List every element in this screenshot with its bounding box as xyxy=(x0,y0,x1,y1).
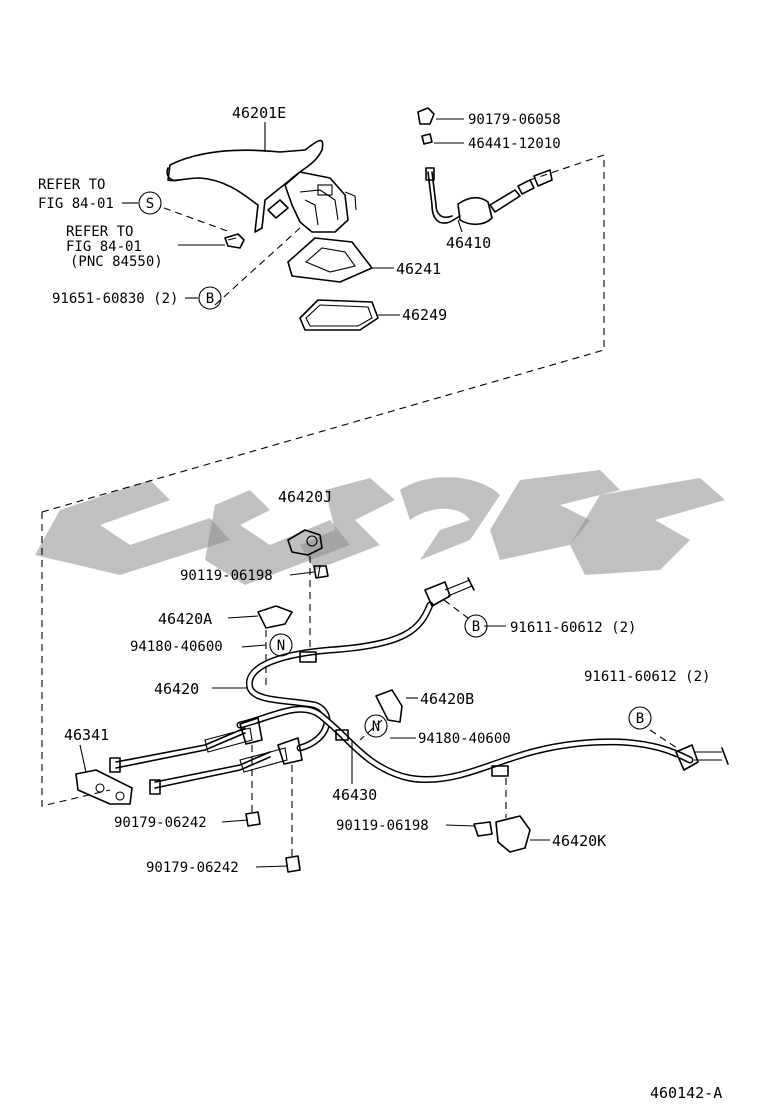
part-number-91651-60830: 91651-60830 (2) xyxy=(52,291,178,307)
lower-leader-lines xyxy=(79,571,550,868)
svg-text:S: S xyxy=(146,196,154,212)
part-number-94180-40600: 94180-40600 xyxy=(130,639,223,655)
symbol-N-circle: N xyxy=(364,714,388,738)
clamp-46420B xyxy=(375,689,403,723)
pnc-ref-label: (PNC 84550) xyxy=(70,254,163,270)
symbol-B-circle: B xyxy=(628,706,652,730)
refer-to-label: REFER TO xyxy=(66,224,133,240)
part-number-46420A: 46420A xyxy=(158,610,212,628)
top-leader-lines xyxy=(122,118,464,316)
clamp-46420J xyxy=(287,529,329,579)
part-number-90179-06058: 90179-06058 xyxy=(468,112,561,128)
lower-dashed-leaders xyxy=(251,556,681,856)
brake-cable-46430 xyxy=(236,651,729,784)
part-number-94180-40600: 94180-40600 xyxy=(418,731,511,747)
part-number-46420J: 46420J xyxy=(278,488,332,506)
figure-ref-label: FIG 84-01 xyxy=(38,196,114,212)
figure-id: 460142-A xyxy=(650,1084,722,1102)
clamp-46420K xyxy=(473,815,531,853)
watermark-logo xyxy=(35,470,725,585)
symbol-B-circle: B xyxy=(464,614,488,638)
part-number-46441-12010: 46441-12010 xyxy=(468,136,561,152)
part-labels: 46201E 90179-06058 46441-12010 46410 462… xyxy=(38,104,722,1102)
svg-text:B: B xyxy=(472,619,480,635)
part-number-46420K: 46420K xyxy=(552,832,606,850)
lever-cover xyxy=(287,237,373,283)
equalizer-46341 xyxy=(75,769,133,805)
symbol-S-circle: S xyxy=(138,191,162,215)
part-number-46201E: 46201E xyxy=(232,104,286,122)
svg-text:N: N xyxy=(277,638,285,654)
refer-to-label: REFER TO xyxy=(38,177,105,193)
symbol-B-circle: B xyxy=(198,286,222,310)
symbol-N-circle: N xyxy=(269,633,293,657)
clamp-46420A xyxy=(257,605,293,629)
part-number-90179-06242: 90179-06242 xyxy=(114,815,207,831)
part-number-46430: 46430 xyxy=(332,786,377,804)
part-number-46420: 46420 xyxy=(154,680,199,698)
svg-text:N: N xyxy=(372,719,380,735)
part-number-91611-60612: 91611-60612 (2) xyxy=(584,669,710,685)
figure-ref-label: FIG 84-01 xyxy=(66,239,142,255)
part-number-46341: 46341 xyxy=(64,726,109,744)
nut-icon xyxy=(245,811,301,873)
part-number-46249: 46249 xyxy=(402,306,447,324)
part-number-90119-06198: 90119-06198 xyxy=(336,818,429,834)
part-number-90119-06198: 90119-06198 xyxy=(180,568,273,584)
parking-brake-lever xyxy=(166,139,357,233)
brake-switch xyxy=(417,107,553,226)
bolt-icon xyxy=(224,233,245,249)
part-number-46410: 46410 xyxy=(446,234,491,252)
svg-text:B: B xyxy=(206,291,214,307)
lever-boot xyxy=(299,299,379,331)
part-number-46241: 46241 xyxy=(396,260,441,278)
part-number-46420B: 46420B xyxy=(420,690,474,708)
part-number-91611-60612: 91611-60612 (2) xyxy=(510,620,636,636)
equalizer-wires xyxy=(109,717,303,795)
svg-text:B: B xyxy=(636,711,644,727)
dashed-group-outline xyxy=(41,154,605,807)
part-number-90179-06242: 90179-06242 xyxy=(146,860,239,876)
brake-cable-46420 xyxy=(245,577,475,752)
